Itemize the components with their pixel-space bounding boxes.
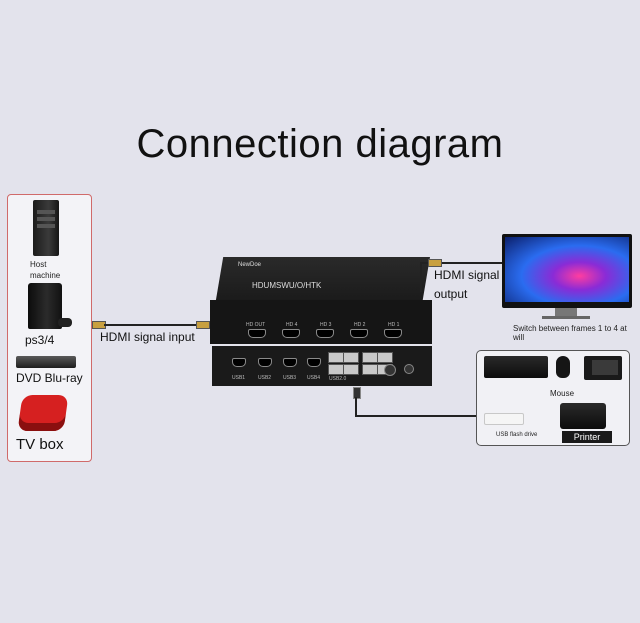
usb-a-port [328,364,344,375]
usb20-label: USB2.0 [329,376,346,382]
port-label-hd4: HD 4 [286,322,297,328]
usb-port-2-image [258,358,272,367]
usb-label-1: USB1 [232,375,245,381]
usb-flash-drive-image [484,413,524,425]
usb-a-port [362,364,378,375]
hdmi-port-out [248,329,266,338]
usb-cable-vertical [355,397,357,415]
kvm-brand: NewDoe [238,262,261,268]
usb-flash-drive-label: USB flash drive [496,432,537,438]
hdmi-input-label: HDMI signal input [100,330,195,344]
hdmi-input-cable [104,324,204,326]
hdmi-output-plug [428,259,442,267]
hdmi-port-4 [282,329,300,338]
usb-label-3: USB3 [283,375,296,381]
reset-button-icon [404,364,414,374]
hdmi-port-2 [350,329,368,338]
keyboard-image [484,356,548,378]
tv-box-label: TV box [16,436,64,453]
hdmi-output-label: HDMI signal [434,268,499,282]
usb-cable-horizontal [355,415,477,417]
usb-port-4-image [307,358,321,367]
dvd-player-image [16,356,76,368]
tv-box-image [17,395,68,431]
usb-a-port [377,352,393,363]
mouse-image [556,356,570,378]
hdmi-port-1 [384,329,402,338]
monitor-caption-line2: will [513,333,524,342]
controller-image [58,318,72,327]
ps-label: ps3/4 [25,333,54,347]
usb-a-port [343,364,359,375]
monitor-caption-line1: Switch between frames 1 to 4 at [513,324,627,333]
port-label-hd2: HD 2 [354,322,365,328]
printer-label: Printer [562,431,612,443]
dvd-label: DVD Blu-ray [16,371,83,385]
usb-port-3-image [283,358,297,367]
ps-console-image [28,283,62,329]
mouse-label: Mouse [550,389,574,398]
usb-a-port [328,352,344,363]
usb-a-port [343,352,359,363]
monitor-image [502,234,632,308]
drawing-tablet-image [584,356,622,380]
usb-a-port [362,352,378,363]
usb-label-2: USB2 [258,375,271,381]
monitor-caption: Switch between frames 1 to 4 at will [513,324,628,342]
hdmi-output-cable-vertical [420,262,422,292]
host-machine-image [33,200,59,256]
hdmi-output-label-2: output [434,287,467,301]
port-label-hd1: HD 1 [388,322,399,328]
diagram-title: Connection diagram [0,122,640,167]
host-machine-label: Host machine [30,259,70,281]
usb-port-1-image [232,358,246,367]
port-label-hd3: HD 3 [320,322,331,328]
hdmi-port-3 [316,329,334,338]
printer-image [560,403,606,429]
hdmi-plug-right [196,321,210,329]
kvm-model: HDUMSWU/O/HTK [252,281,321,290]
usb-label-4: USB4 [307,375,320,381]
power-jack-icon [384,364,396,376]
monitor-stand-base [542,316,590,319]
port-label-hdout: HD OUT [246,322,265,328]
